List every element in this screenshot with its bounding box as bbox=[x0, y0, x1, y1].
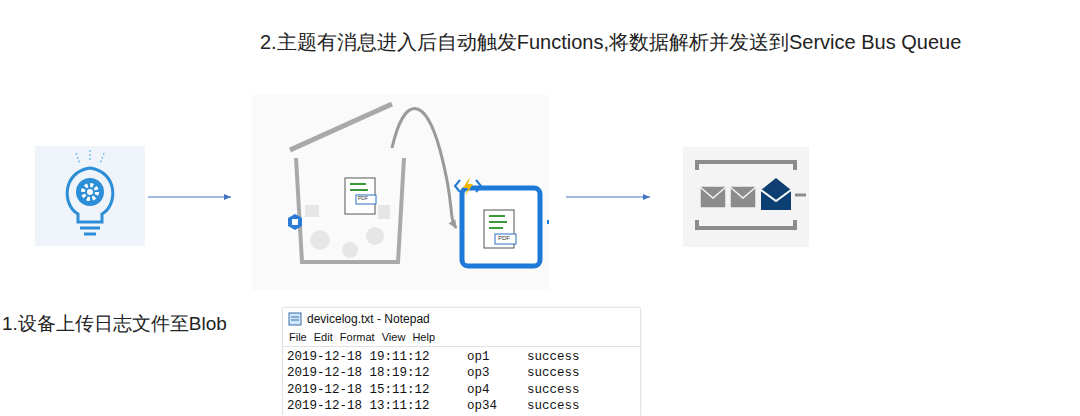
device-icon bbox=[35, 146, 145, 246]
log-cell: success bbox=[527, 399, 580, 414]
log-cell: op34 bbox=[467, 399, 497, 414]
log-cell: success bbox=[527, 383, 580, 398]
log-cell: 2019-12-18 19:11:12 bbox=[287, 350, 430, 365]
flow-arrow bbox=[566, 197, 650, 198]
log-cell: 2019-12-18 18:19:12 bbox=[287, 366, 430, 381]
log-cell: op3 bbox=[467, 366, 490, 381]
menu-separator bbox=[283, 346, 640, 347]
step-caption: 2.主题有消息进入后自动触发Functions,将数据解析并发送到Service… bbox=[260, 31, 961, 53]
log-cell: op1 bbox=[467, 350, 490, 365]
log-cell: 2019-12-18 15:11:12 bbox=[287, 383, 430, 398]
log-cell: success bbox=[527, 350, 580, 365]
window-title: devicelog.txt - Notepad bbox=[307, 312, 430, 326]
step-caption: 1.设备上传日志文件至Blob bbox=[2, 314, 227, 335]
file-type-label: PDF bbox=[358, 196, 368, 202]
menu-bar: File Edit Format View Help bbox=[289, 331, 435, 343]
blob-function-picture bbox=[252, 95, 549, 290]
notepad-icon bbox=[288, 312, 302, 326]
log-cell: success bbox=[527, 366, 580, 381]
log-cell: op4 bbox=[467, 383, 490, 398]
log-cell: 2019-12-18 13:11:12 bbox=[287, 399, 430, 414]
flow-arrow bbox=[148, 197, 231, 198]
notepad-window: devicelog.txt - NotepadFile Edit Format … bbox=[283, 308, 640, 416]
service-bus-icon bbox=[683, 147, 809, 247]
file-type-label: PDF bbox=[498, 235, 510, 242]
